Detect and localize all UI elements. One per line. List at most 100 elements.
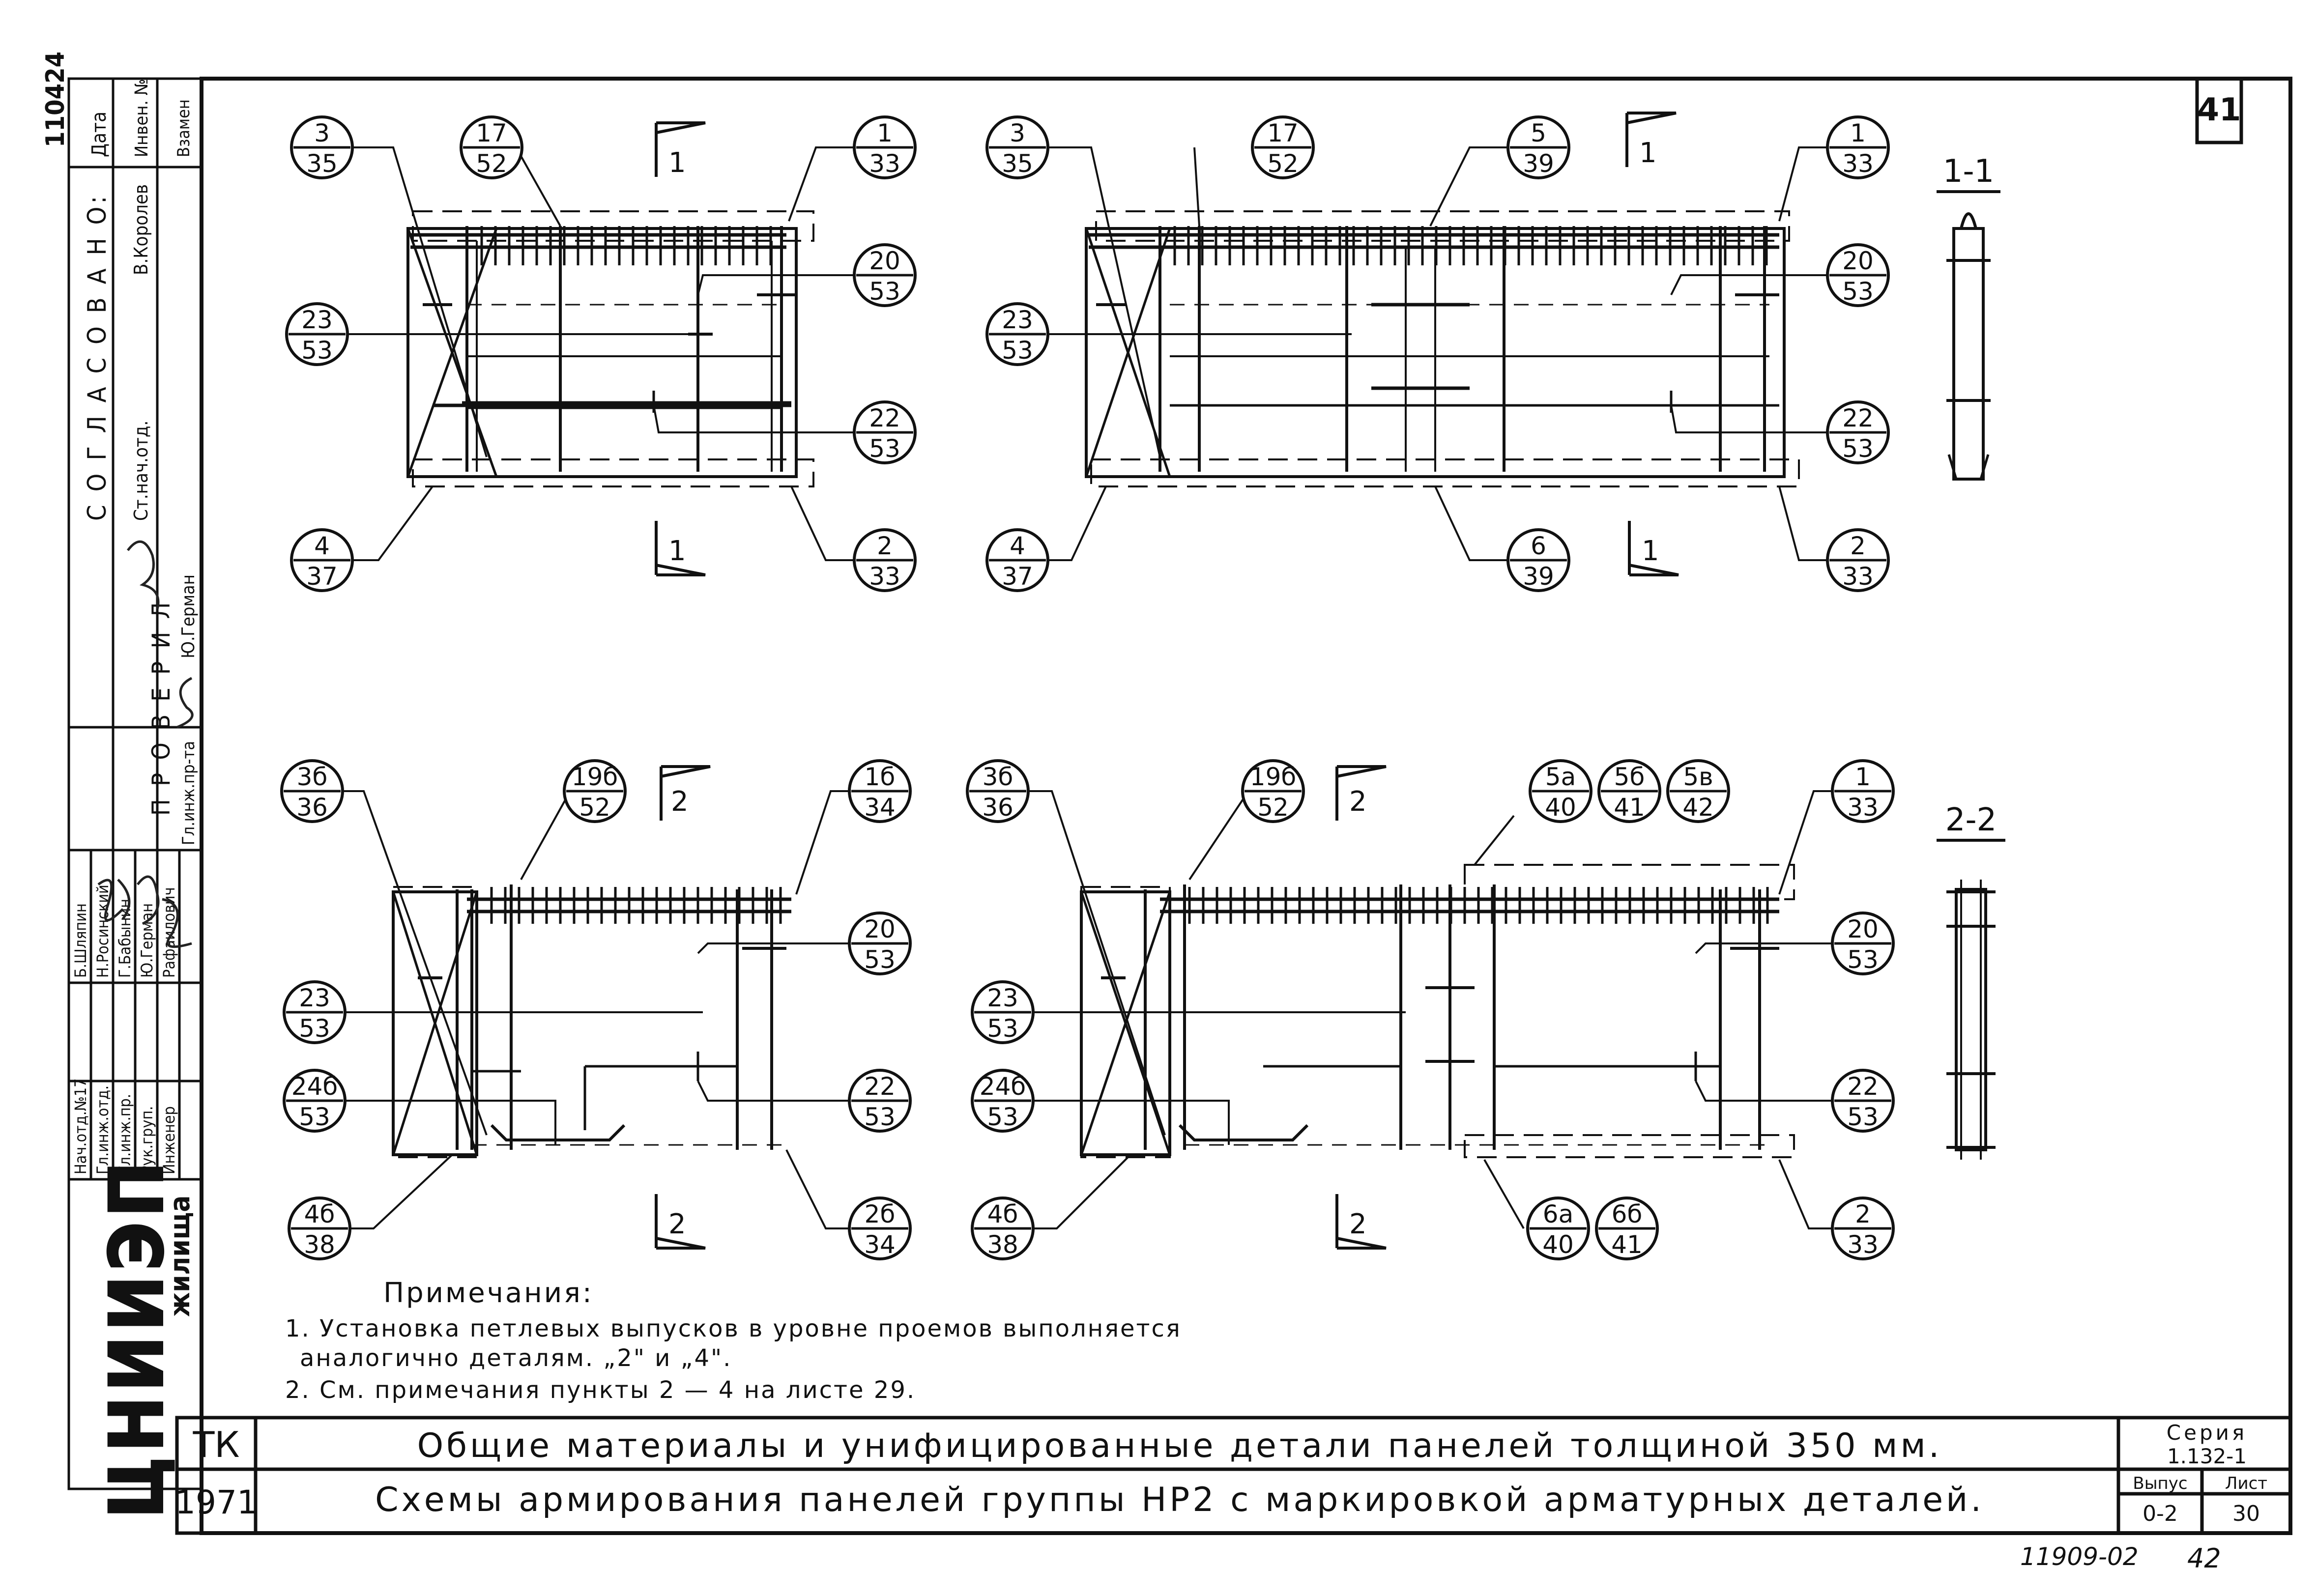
- marker-p2-2-33: 233: [1826, 528, 1890, 592]
- marker-number: 4: [1010, 532, 1025, 560]
- title-block-frame: [175, 1416, 2292, 1535]
- marker-sheet: 52: [1257, 793, 1289, 822]
- marker-sheet: 53: [1002, 336, 1033, 365]
- vypusk-label: Выпус: [2133, 1474, 2187, 1493]
- marker-sheet: 52: [1267, 149, 1299, 178]
- vypusk-value: 0-2: [2142, 1501, 2178, 1526]
- marker-number: 23: [299, 984, 330, 1012]
- marker-number: 4: [314, 532, 330, 560]
- note-line-1: 1. Установка петлевых выпусков в уровне …: [285, 1315, 1182, 1342]
- list-label: Лист: [2225, 1474, 2267, 1493]
- cut-label-1d: 1: [1642, 535, 1659, 567]
- marker-sheet: 53: [864, 945, 896, 974]
- staff-names: Б.Шляпин Н.Росинский Г.Бабынин Ю.Герман …: [71, 884, 178, 978]
- marker-number: 4б: [987, 1200, 1018, 1228]
- marker-p2-4-37: 437: [985, 528, 1049, 592]
- marker-sheet: 33: [1842, 562, 1874, 591]
- marker-number: 20: [1847, 915, 1879, 943]
- title-line-1: Общие материалы и унифицированные детали…: [417, 1426, 1942, 1465]
- list-value: 30: [2232, 1501, 2260, 1526]
- marker-number: 17: [1267, 119, 1299, 147]
- left-stamp-text: 110424 Дата Инвен. № Взамен С О Г Л А С …: [41, 52, 199, 1519]
- marker-sheet: 52: [579, 793, 610, 822]
- marker-sheet: 41: [1611, 1230, 1643, 1259]
- marker-p2-6-39: 639: [1506, 528, 1570, 592]
- marker-number: 3: [314, 119, 330, 147]
- marker-number: 23: [987, 984, 1018, 1012]
- marker-sheet: 53: [299, 1103, 330, 1131]
- year-label: 1971: [175, 1483, 258, 1521]
- notes-heading: Примечания:: [383, 1277, 594, 1309]
- signature-scribbles: [97, 540, 194, 948]
- panel-1-stirrups: [480, 226, 772, 265]
- bottom-page: 42: [2187, 1543, 2221, 1574]
- marker-number: 24б: [291, 1072, 338, 1101]
- agreed-heading: С О Г Л А С О В А Н О:: [83, 193, 112, 521]
- note-line-3: 2. См. примечания пункты 2 — 4 на листе …: [285, 1376, 916, 1404]
- top-left-code: 110424: [41, 52, 70, 147]
- cut-label-2c: 2: [1349, 786, 1367, 818]
- panel-1: [406, 210, 814, 487]
- marker-number: 2: [1850, 532, 1866, 560]
- inv-label: Инвен. №: [132, 79, 152, 157]
- marker-sheet: 40: [1542, 1230, 1574, 1259]
- marker-number: 22: [869, 404, 900, 432]
- marker-number: 3: [1010, 119, 1025, 147]
- leader-lines: [334, 146, 1838, 1229]
- marker-sheet: 33: [869, 149, 900, 178]
- marker-sheet: 37: [1002, 562, 1033, 591]
- marker-sheet: 36: [982, 793, 1013, 822]
- marker-sheet: 53: [1847, 945, 1879, 974]
- checked-name: Ю.Герман: [178, 574, 199, 658]
- marker-p2-1-33: 133: [1826, 115, 1890, 179]
- marker-sheet: 34: [864, 1230, 896, 1259]
- marker-sheet: 39: [1523, 149, 1554, 178]
- marker-sheet: 34: [864, 793, 896, 822]
- marker-number: 5: [1531, 119, 1546, 147]
- marker-number: 2б: [865, 1200, 896, 1228]
- marker-number: 1: [1850, 119, 1866, 147]
- left-stamp-strip: [67, 77, 203, 1490]
- marker-number: 22: [1847, 1072, 1879, 1101]
- cut-marks: [655, 112, 1679, 1250]
- marker-sheet: 53: [864, 1103, 896, 1131]
- seria-value: 1.132-1: [2167, 1444, 2247, 1468]
- marker-sheet: 39: [1523, 562, 1554, 591]
- marker-sheet: 53: [1842, 277, 1874, 306]
- marker-sheet: 33: [1847, 793, 1879, 822]
- marker-number: 19б: [572, 763, 618, 791]
- marker-number: 6б: [1612, 1200, 1643, 1228]
- marker-sheet: 53: [301, 336, 333, 365]
- role-5: Инженер: [160, 1106, 178, 1174]
- marker-sheet: 53: [1847, 1103, 1879, 1131]
- section-1-1-label: 1-1: [1943, 153, 1995, 190]
- marker-p2-5-39: 539: [1506, 115, 1570, 179]
- org-logo-text: ЦНИИЭП: [94, 1157, 180, 1518]
- marker-number: 2: [877, 532, 893, 560]
- marker-p1-3-35: 335: [290, 115, 354, 179]
- seria-label: Серия: [2167, 1421, 2247, 1445]
- marker-sheet: 52: [476, 149, 507, 178]
- marker-sheet: 38: [987, 1230, 1018, 1259]
- marker-sheet: 35: [306, 149, 338, 178]
- marker-number: 22: [864, 1072, 896, 1101]
